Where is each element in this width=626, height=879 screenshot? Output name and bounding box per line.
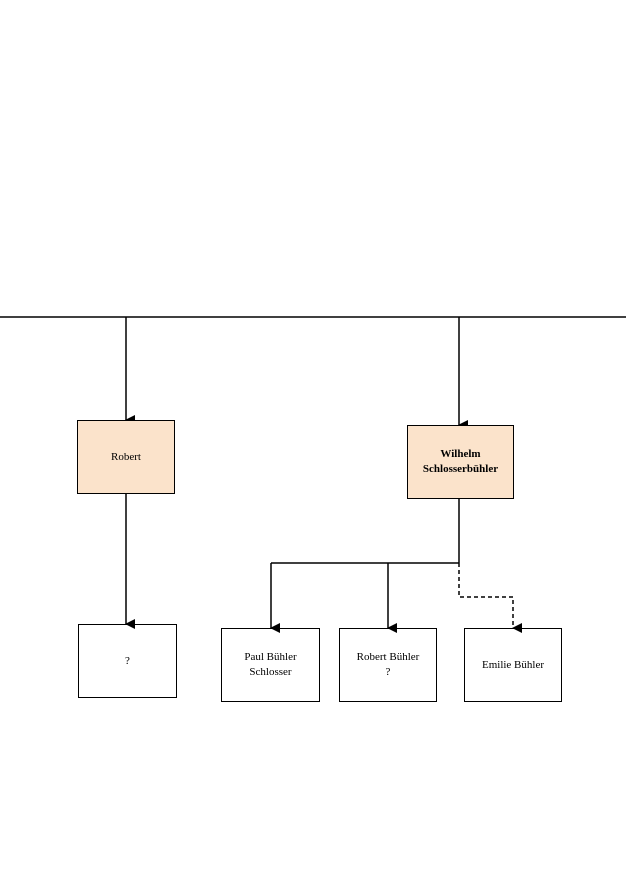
- node-emilie-label: Emilie Bühler: [481, 658, 544, 671]
- node-emilie: Emilie Bühler: [464, 628, 562, 702]
- node-robert-buehler-line1: Robert Bühler: [356, 651, 420, 663]
- node-wilhelm-line1: Wilhelm: [440, 448, 481, 460]
- node-wilhelm: Wilhelm Schlosserbühler: [407, 425, 514, 499]
- node-paul-line2: Schlosser: [249, 666, 292, 678]
- node-wilhelm-line2: Schlosserbühler: [422, 463, 499, 475]
- node-robert: Robert: [77, 420, 175, 494]
- node-robert-buehler-line2: ?: [385, 666, 391, 678]
- node-paul-line1: Paul Bühler: [244, 651, 297, 663]
- node-unknown: ?: [78, 624, 177, 698]
- node-paul: Paul Bühler Schlosser: [221, 628, 320, 702]
- node-unknown-label: ?: [125, 654, 130, 667]
- node-robert-label: Robert: [111, 450, 141, 463]
- node-robert-buehler: Robert Bühler ?: [339, 628, 437, 702]
- edge-dashed-emilie: [458, 563, 522, 633]
